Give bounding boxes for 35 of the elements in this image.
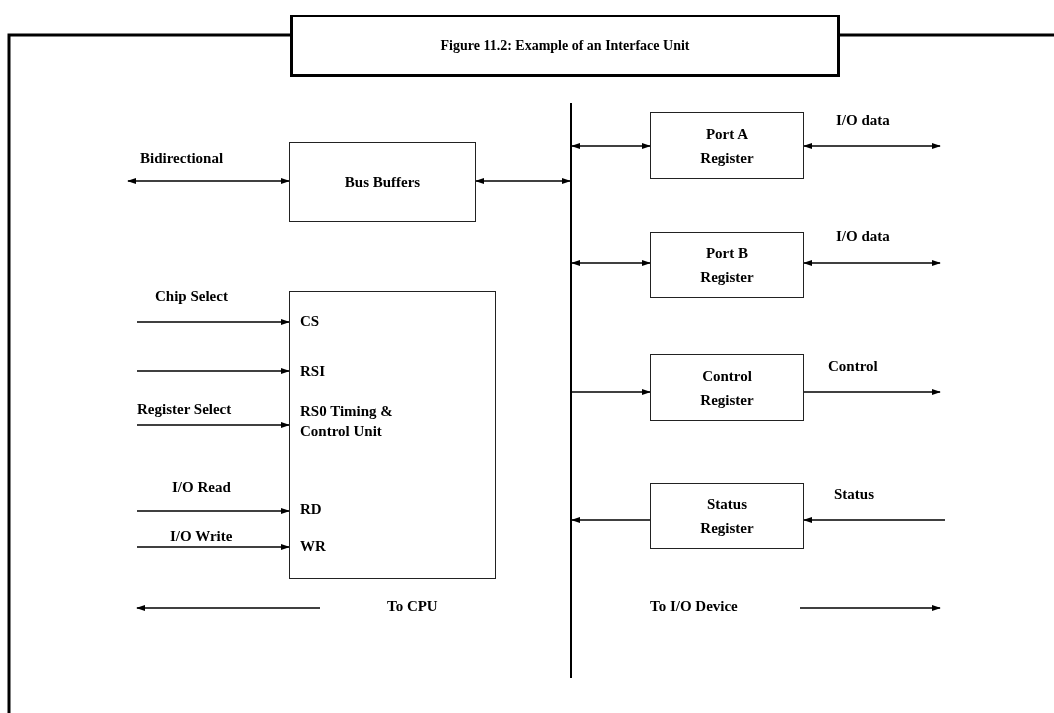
arrow: [803, 516, 946, 524]
box-label: Port A Register: [699, 124, 755, 168]
arrow: [475, 177, 571, 185]
arrow: [803, 259, 941, 267]
signal-name: RS0 Timing & Control Unit: [300, 402, 394, 441]
arrow: [571, 259, 651, 267]
edge-label: Chip Select: [153, 288, 230, 305]
register-box: [289, 142, 476, 222]
arrow: [803, 388, 941, 396]
bus-line: [570, 103, 572, 678]
signal-name: RD: [300, 500, 322, 519]
register-box: [650, 112, 804, 179]
signal-name: CS: [300, 312, 320, 331]
arrow: [136, 367, 290, 375]
register-box: [650, 354, 804, 421]
arrow: [803, 142, 941, 150]
figure-title: Figure 11.2: Example of an Interface Unit: [290, 15, 840, 77]
arrow: [136, 507, 290, 515]
edge-label: Register Select: [135, 401, 234, 418]
box-label: Port B Register: [699, 244, 755, 287]
arrow: [136, 318, 290, 326]
box-label: Status Register: [699, 495, 755, 538]
signal-name: RSI: [300, 362, 325, 381]
arrow: [127, 177, 290, 185]
arrow: [571, 516, 651, 524]
signal-name: WR: [300, 537, 326, 556]
box-label: Bus Buffers: [344, 173, 421, 192]
control-unit-box: [289, 291, 496, 579]
register-box: [650, 232, 804, 298]
arrow: [571, 388, 651, 396]
arrow: [136, 543, 290, 551]
arrow: [571, 142, 651, 150]
register-box: [650, 483, 804, 549]
box-label: Control Register: [699, 366, 755, 410]
arrow: [136, 421, 290, 429]
